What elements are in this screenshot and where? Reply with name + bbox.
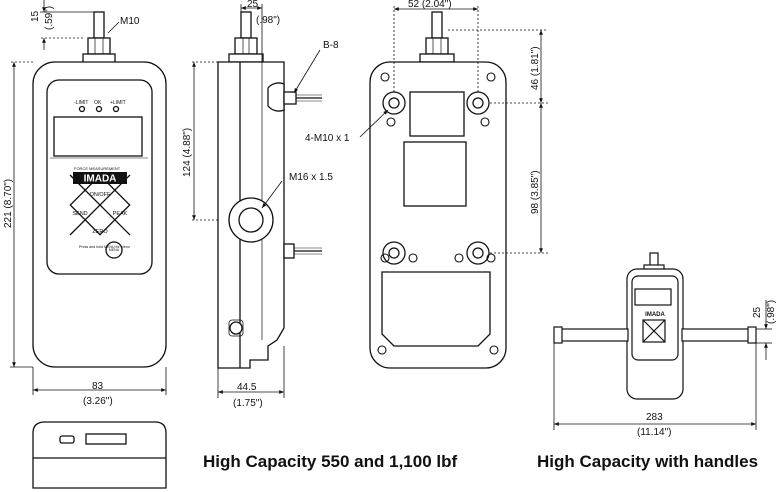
dim-shaft-height-in: (.59"): [44, 6, 55, 30]
dim-side-depth-in: (.98"): [256, 15, 280, 26]
front-display: [53, 116, 143, 157]
mini-brand: IMADA: [645, 312, 665, 318]
front-shaft: [93, 11, 105, 39]
front-brand-plate: [73, 172, 127, 184]
caption-main: High Capacity 550 and 1,100 lbf: [203, 452, 458, 471]
bottom-connector: [85, 433, 127, 445]
btn-peak: PEAK: [113, 211, 128, 217]
led-label-minus: -LIMIT: [74, 100, 88, 106]
dim-handles-width-in: (11.14"): [637, 427, 672, 438]
face-menu: MENU: [109, 248, 120, 252]
btn-on-off: ON/OFF: [90, 192, 111, 198]
front-menu-button: [105, 241, 123, 259]
dim-back-spacing: 98 (3.85"): [530, 170, 541, 214]
dim-handles-height: 25: [752, 306, 763, 318]
btn-zero: ZERO: [92, 229, 108, 235]
dim-side-width-in: (1.75"): [233, 398, 263, 409]
dim-back-top-width: 52 (2.04"): [408, 0, 452, 10]
dim-side-width: 44.5: [237, 382, 257, 393]
dimension-lines: [10, 0, 772, 430]
front-view: [32, 11, 167, 368]
dim-handles-width: 283: [646, 412, 663, 423]
side-hex-nut: [234, 37, 258, 55]
dim-back-holes: 4-M10 x 1: [305, 133, 350, 144]
side-shaft: [240, 11, 252, 39]
left-handle: [559, 328, 629, 342]
led-label-ok: OK: [94, 100, 102, 106]
side-view: [217, 11, 322, 369]
dim-side-depth: 25: [247, 0, 259, 10]
side-hook: [267, 82, 285, 112]
bottom-view: [32, 421, 167, 489]
dim-side-height: 124 (4.88"): [182, 128, 193, 177]
caption-handles: High Capacity with handles: [537, 452, 759, 471]
front-hex-nut: [87, 37, 111, 55]
dim-side-hook: B-8: [323, 40, 339, 51]
handles-view: [553, 252, 757, 400]
dim-side-thread: M16 x 1.5: [289, 172, 333, 183]
dim-handles-height-in: (.98"): [766, 300, 777, 324]
dim-shaft-height: 15: [30, 10, 41, 22]
bottom-body: [32, 421, 167, 489]
face-brand: IMADA: [84, 174, 117, 185]
right-handle: [681, 328, 751, 342]
led-label-plus: +LIMIT: [110, 100, 126, 106]
back-battery-cover: [381, 271, 491, 347]
face-hint: Press and hold MENU for Menu: [79, 245, 130, 249]
dim-back-top-offset: 46 (1.81"): [530, 46, 541, 90]
face-subtitle: FORCE MEASUREMENT: [74, 166, 121, 171]
dim-body-width: 83: [92, 381, 104, 392]
bottom-usb-port: [59, 435, 75, 444]
dim-body-height: 221 (8.70"): [3, 179, 14, 228]
dim-body-width-in: (3.26"): [83, 396, 113, 407]
dim-thread-top: M10: [120, 16, 140, 27]
btn-send: SEND: [72, 211, 87, 217]
back-shaft: [431, 11, 443, 39]
back-screws: [377, 72, 499, 355]
back-view: [369, 11, 507, 369]
back-hex-nut: [425, 37, 449, 55]
